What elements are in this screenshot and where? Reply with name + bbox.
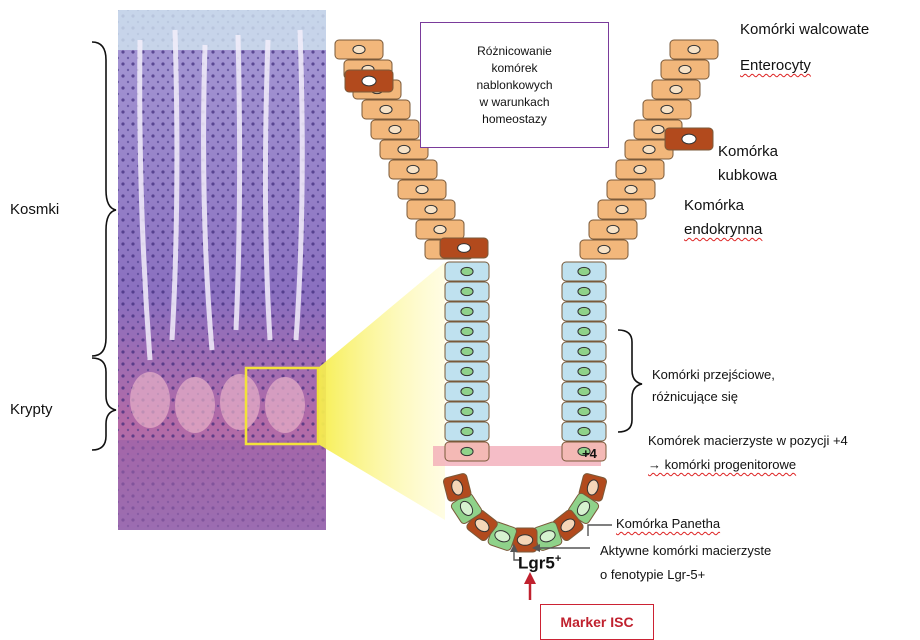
lgr5-text: Lgr5 [518, 554, 555, 573]
transit-cell [445, 422, 489, 441]
transit-cell [562, 382, 606, 401]
zoom-projection [318, 262, 445, 520]
enterocyte-cell [598, 200, 646, 219]
differentiation-text: Różnicowanie komórek nablonkowych w waru… [476, 43, 552, 128]
enterocyte-cell [416, 220, 464, 239]
transit-cell [445, 402, 489, 421]
plus4-cell [445, 442, 489, 461]
marker-arrow-icon [524, 572, 536, 584]
endocrine-cell [440, 238, 488, 258]
transit-cell [562, 262, 606, 281]
label-kosmki: Kosmki [10, 200, 59, 220]
transit-cell [445, 262, 489, 281]
plus4-label: +4 [582, 446, 597, 461]
transit-cell [445, 362, 489, 381]
transit-cell [562, 422, 606, 441]
transit-cell [445, 322, 489, 341]
label-active-stem-1: Aktywne komórki macierzyste [600, 542, 771, 560]
label-active-stem-2: o fenotypie Lgr-5+ [600, 566, 705, 584]
enterocyte-cell [398, 180, 446, 199]
enterocyte-cell [616, 160, 664, 179]
transit-cell [562, 302, 606, 321]
label-goblet-2: kubkowa [718, 166, 777, 186]
transit-cell [562, 402, 606, 421]
goblet-cell [345, 70, 393, 92]
label-columnar-cells: Komórki walcowate [740, 20, 869, 40]
paneth-cell [443, 473, 472, 502]
enterocyte-cell [589, 220, 637, 239]
enterocyte-cell [607, 180, 655, 199]
histology-image [118, 10, 326, 530]
label-paneth: Komórka Panetha [616, 515, 720, 533]
label-enterocytes: Enterocyty [740, 56, 811, 76]
transit-cell [445, 382, 489, 401]
transit-cell [562, 322, 606, 341]
label-transit-1: Komórki przejściowe, [652, 366, 775, 384]
enterocyte-cell [580, 240, 628, 259]
lgr5-label: Lgr5+ [518, 553, 561, 574]
marker-isc-box: Marker ISC [540, 604, 654, 640]
differentiation-box: Różnicowanie komórek nablonkowych w waru… [420, 22, 609, 148]
label-endocrine-2: endokrynna [684, 220, 762, 240]
transit-cell [562, 282, 606, 301]
enterocyte-cell [661, 60, 709, 79]
enterocyte-cell [670, 40, 718, 59]
enterocyte-cell [643, 100, 691, 119]
lgr5-sup: + [555, 553, 561, 565]
enterocyte-cell [389, 160, 437, 179]
transit-cell [445, 302, 489, 321]
label-endocrine-1: Komórka [684, 196, 744, 216]
label-transit-2: różnicujące się [652, 388, 738, 406]
label-plus4-stem-1: Komórek macierzyste w pozycji +4 [648, 432, 848, 450]
label-goblet-1: Komórka [718, 142, 778, 162]
label-krypty: Krypty [10, 400, 53, 420]
transit-cell [445, 342, 489, 361]
enterocyte-cell [335, 40, 383, 59]
transit-cell [445, 282, 489, 301]
transit-cell [562, 362, 606, 381]
enterocyte-cell [362, 100, 410, 119]
enterocyte-cell [407, 200, 455, 219]
transit-cell [562, 342, 606, 361]
enterocyte-cell [652, 80, 700, 99]
enterocyte-cell [371, 120, 419, 139]
label-plus4-stem-2: → komórki progenitorowe [648, 456, 796, 474]
goblet-cell [665, 128, 713, 150]
